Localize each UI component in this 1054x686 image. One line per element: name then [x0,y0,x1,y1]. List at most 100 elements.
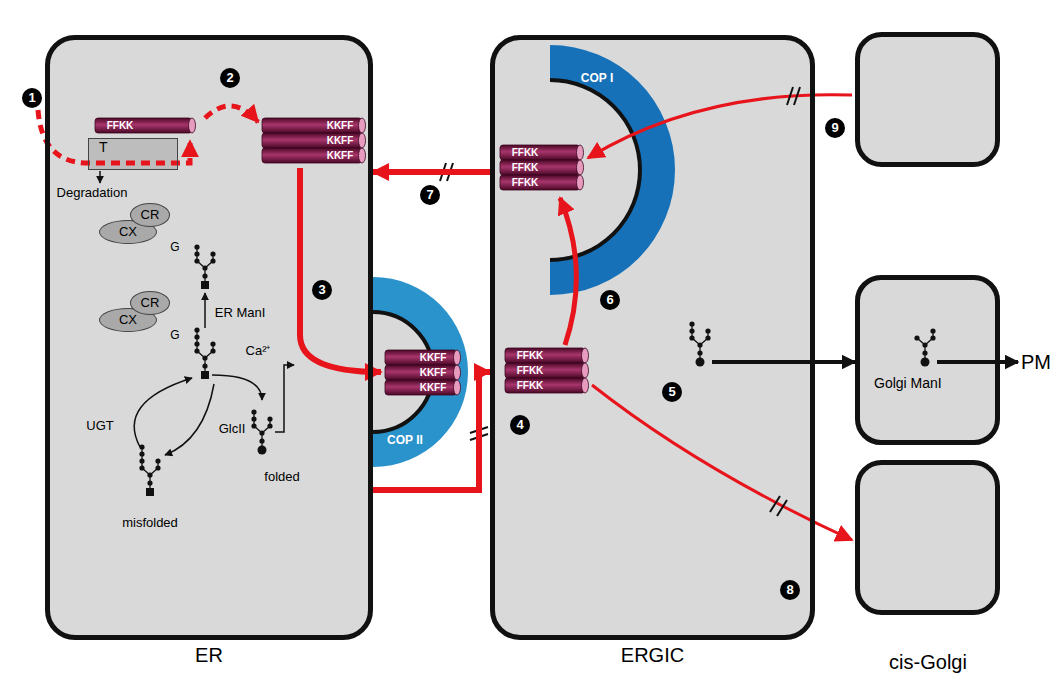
callout-number: 7 [420,185,440,205]
sugar-residue [139,444,144,449]
glycan-root [921,358,930,367]
oligomerisation-arrow [205,106,258,122]
cylinder-cap [454,350,461,365]
glycan-tree [914,328,935,366]
glcii-arrow [165,384,214,455]
protein-cylinder [385,380,461,395]
cylinder-cap [189,118,196,133]
cylinder-body [385,350,457,365]
golgi-cisterna [858,35,998,165]
slash [770,496,787,516]
cylinder-body [505,378,585,393]
glycan-root [146,488,154,496]
enzyme-label: UGT [86,419,113,432]
cylinder-body [505,363,585,378]
protein-motif: FFKK [107,121,134,131]
sugar-residue [251,423,256,428]
sugar-residue [139,458,144,463]
cylinder-cap [582,378,589,393]
transport-connector [815,360,855,364]
protein-motif: KKFF [327,151,354,161]
cylinder-cap [454,380,461,395]
secretion-arrow [937,360,1018,364]
ugt-arrow [134,378,192,447]
enzyme-label: GlcII [219,422,246,435]
protein-cylinder [505,348,589,363]
glycan-tree [251,409,272,454]
callout-number: 5 [662,382,682,402]
state-label: folded [264,470,299,483]
sugar-residue [155,458,160,463]
glucose-label: G [170,329,179,341]
protein-cylinder [505,378,589,393]
slash [787,87,800,105]
sugar-residue [705,335,710,340]
compartment-name: ER [50,645,368,665]
calcium-arrow [275,365,294,432]
protein-cylinders [95,118,589,395]
sugar-residue [194,251,199,256]
protein-cylinder [262,118,366,133]
glycan-root [696,358,705,367]
sugar-residue [139,451,144,456]
cylinder-body [500,160,580,175]
protein-cylinder [500,145,584,160]
sugar-residue [697,350,702,355]
er-compartment: TCRCXCRCXER [45,35,373,640]
sugar-residue [194,244,199,249]
sugar-residue [202,363,207,368]
compartment-name: cis-Golgi [889,652,967,672]
folding-arrow [212,375,262,400]
compartment-name: ERGIC [495,645,810,665]
cylinder-body [500,175,580,190]
protein-motif: FFKK [512,178,539,188]
protein-cylinder [500,160,584,175]
node-label: CX [119,225,137,239]
glycan-root [201,371,209,379]
sugar-residue [202,355,207,360]
protein-motif: FFKK [517,351,544,361]
glucose-label: G [170,241,179,253]
sugar-residue [930,335,935,340]
cylinder-cap [359,118,366,133]
protein-motif: FFKK [512,163,539,173]
sugar-residue [251,409,256,414]
sugar-residue [194,334,199,339]
sugar-residue [194,258,199,263]
golgi-cisterna: Golgi ManI [855,275,1000,445]
cylinder-cap [577,175,584,190]
protein-cylinder [500,175,584,190]
sugar-residue [689,328,694,333]
sugar-residue [259,430,264,435]
node-label: CR [141,296,160,310]
sugar-residue [259,438,264,443]
node-label: CR [141,208,160,222]
ion-label: Ca²⁺ [246,344,271,357]
pathway-label: Degradation [57,186,128,199]
cylinder-cap [454,365,461,380]
sugar-residue [930,328,935,333]
sugar-residue [139,465,144,470]
cylinder-body [262,133,362,148]
secretion-line [712,360,815,364]
protein-motif: FFKK [517,366,544,376]
protein-cylinder [95,118,196,133]
protein-cylinder [385,365,461,380]
translocon-box: T [88,138,178,170]
callout-number: 9 [825,118,845,138]
node-label: T [99,140,108,155]
protein-cylinder [262,148,366,163]
cylinder-body [95,118,192,133]
glycan-tree [689,321,710,366]
protein-motif: FFKK [517,381,544,391]
protein-motif: FFKK [512,148,539,158]
cylinder-body [385,365,457,380]
enzyme-label: ER ManI [215,306,266,319]
protein-cylinder [262,133,366,148]
glycan-tree [194,244,215,289]
transport-connector [373,372,490,490]
protein-motif: KKFF [420,383,447,393]
